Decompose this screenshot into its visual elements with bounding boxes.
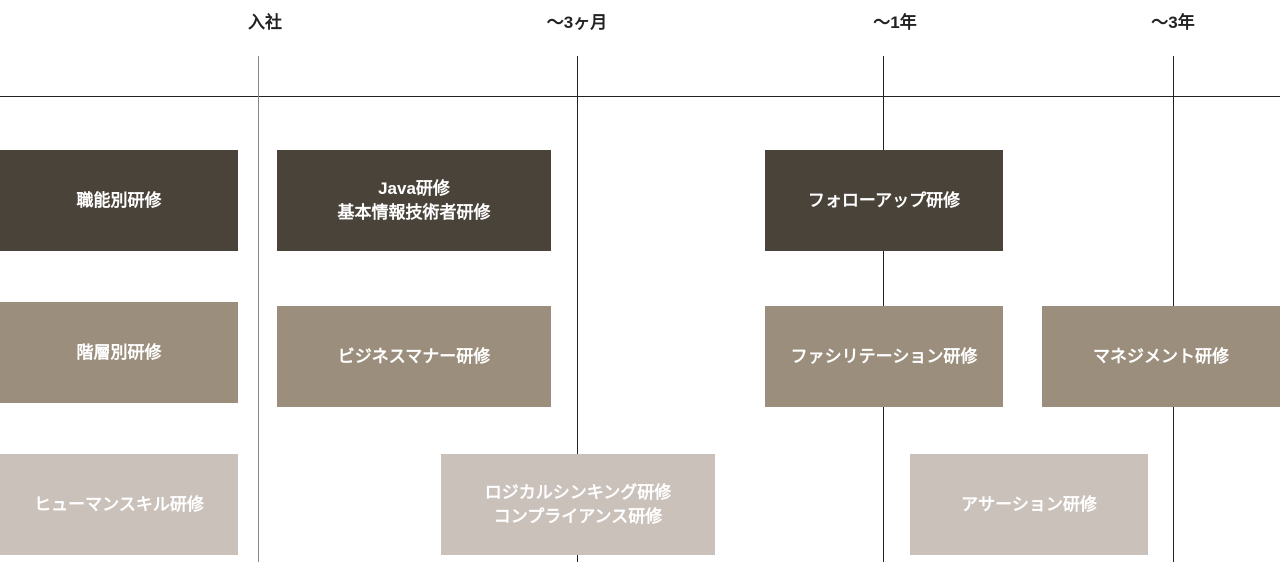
timeline-axis bbox=[0, 96, 1280, 97]
training-assertion: アサーション研修 bbox=[910, 454, 1148, 555]
training-management: マネジメント研修 bbox=[1042, 306, 1280, 407]
divider-3-months bbox=[577, 56, 578, 562]
category-hierarchical: 階層別研修 bbox=[0, 302, 238, 403]
milestone-joining: 入社 bbox=[248, 13, 282, 32]
training-java: Java研修 基本情報技術者研修 bbox=[277, 150, 551, 251]
divider-joining bbox=[258, 56, 259, 562]
category-functional: 職能別研修 bbox=[0, 150, 238, 251]
training-follow-up: フォローアップ研修 bbox=[765, 150, 1003, 251]
milestone-3-months: 〜3ヶ月 bbox=[546, 13, 608, 32]
milestone-3-years: 〜3年 bbox=[1151, 13, 1195, 32]
training-facilitation: ファシリテーション研修 bbox=[765, 306, 1003, 407]
category-human-skill: ヒューマンスキル研修 bbox=[0, 454, 238, 555]
training-logical-thinking: ロジカルシンキング研修 コンプライアンス研修 bbox=[441, 454, 715, 555]
milestone-1-year: 〜1年 bbox=[873, 13, 917, 32]
training-business-manner: ビジネスマナー研修 bbox=[277, 306, 551, 407]
